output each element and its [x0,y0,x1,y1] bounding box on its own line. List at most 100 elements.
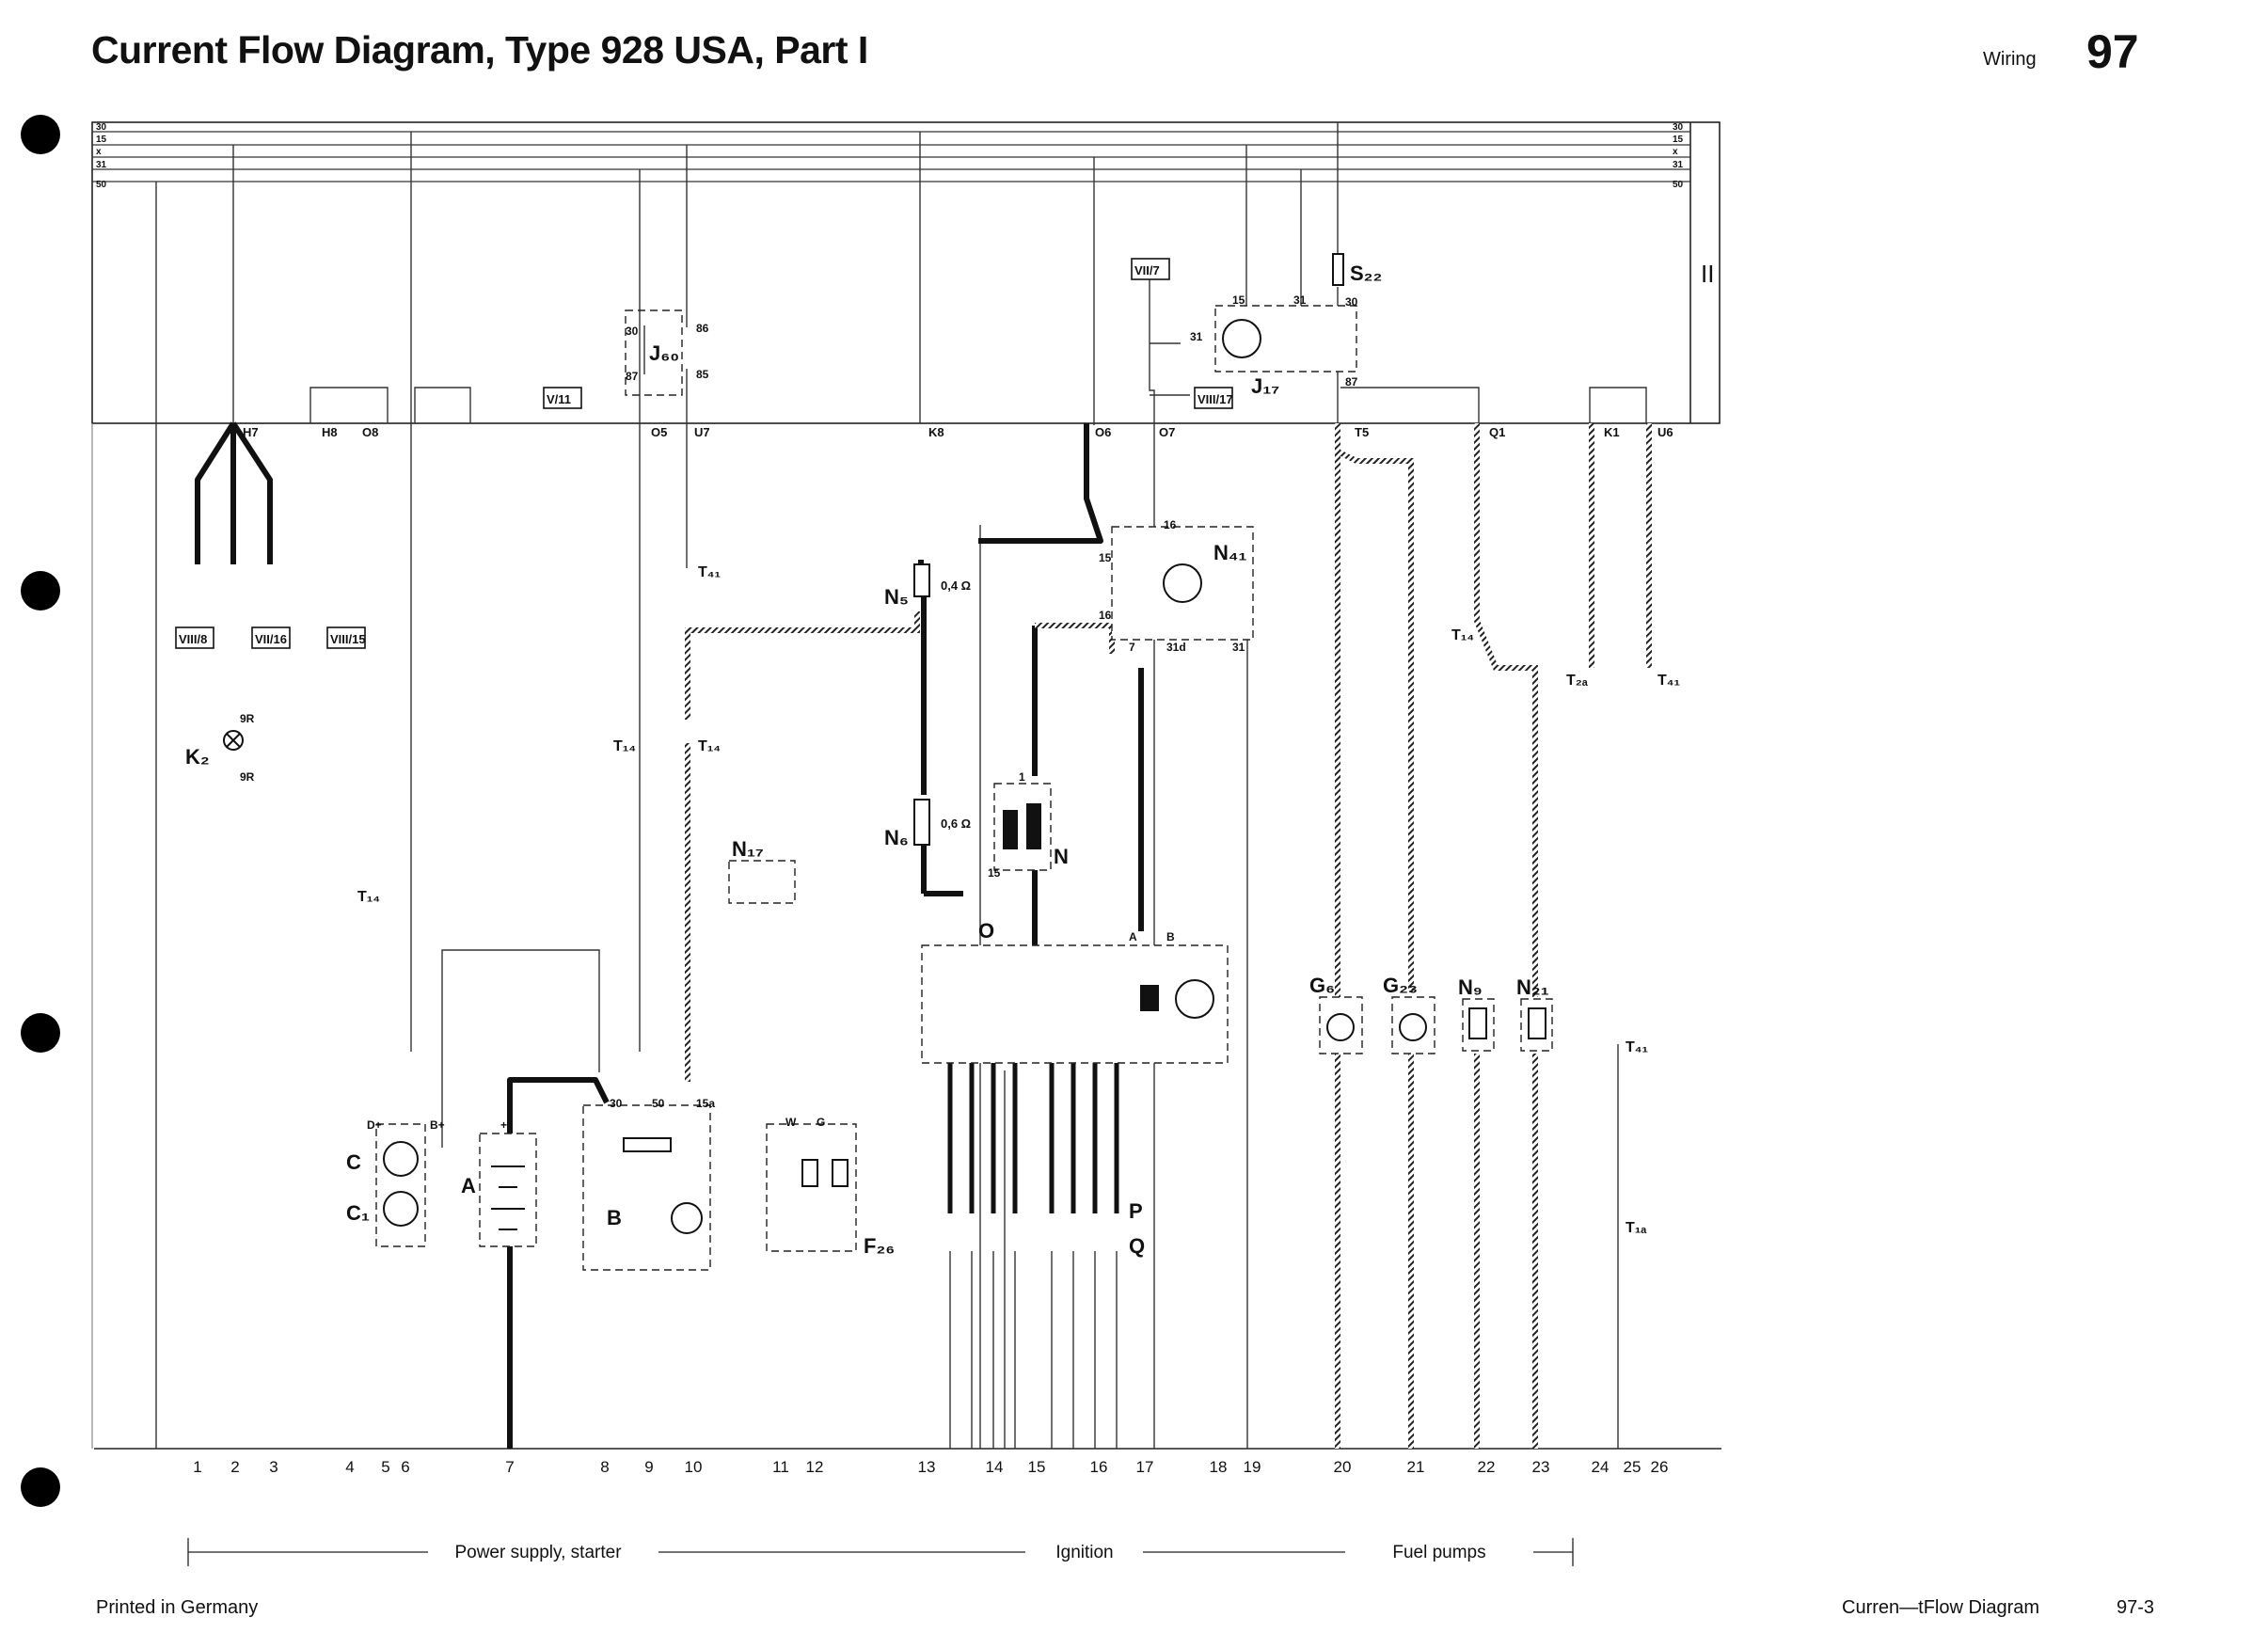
track-number: 4 [345,1458,354,1476]
pin-label: 7 [1129,641,1135,654]
bus-label-right: 31 [1673,160,1684,170]
component-label: N₄₁ [1213,541,1246,564]
section-label: Wiring [1983,49,2037,70]
component-label: T₁ₐ [1626,1220,1646,1236]
track-number: 20 [1334,1458,1352,1476]
pin-label: G [817,1116,825,1129]
thick-wires [195,421,1144,1449]
track-number: 21 [1407,1458,1425,1476]
component-label: N₉ [1458,975,1483,999]
punch-hole [21,1013,60,1053]
pin-label: 30 [610,1097,623,1110]
terminal-label: K1 [1604,425,1620,439]
group-label: Power supply, starter [454,1543,622,1562]
pin-label: W [785,1116,797,1129]
pin-label: 31 [1190,330,1203,343]
pin-label: 30 [1345,295,1358,309]
component-label: K₂ [185,745,210,769]
pin-label: B+ [430,1118,445,1132]
component-label: T₁₄ [698,738,721,754]
bus-label-left: x [96,147,102,157]
component-label: T₁₄ [1451,627,1474,643]
track-number: 19 [1244,1458,1261,1476]
battery-a [479,1133,537,1247]
component-label: N₂₁ [1516,975,1549,999]
reference-label: VIII/8 [179,632,207,646]
pin-label: 1 [1019,770,1025,784]
transistor-j17 [1222,319,1261,358]
pin-label: B [1166,930,1175,943]
spark-plug-leads [949,1251,1118,1449]
page-number: 97 [2086,25,2139,78]
reference-label: VII/16 [255,632,287,646]
pump-motor-g23 [1399,1013,1427,1041]
reference-boxes [175,258,1233,649]
component-label: N₅ [884,585,909,609]
component-label: C [346,1150,361,1174]
component-label: Q [1129,1234,1145,1258]
component-label: N [1054,845,1069,868]
fuse-s22 [1332,253,1344,286]
distributor-leads [947,1063,1119,1213]
reference-label: VIII/15 [330,632,366,646]
starter-motor-symbol [671,1202,703,1234]
reference-label: VIII/17 [1197,392,1233,406]
component-label: F₂₆ [864,1234,895,1258]
track-number: 17 [1136,1458,1154,1476]
bus-label-left: 31 [96,160,107,170]
track-number: 14 [986,1458,1004,1476]
page-title: Current Flow Diagram, Type 928 USA, Part… [91,28,868,71]
component-label: B [607,1206,622,1229]
track-number: 12 [806,1458,824,1476]
track-number: 23 [1532,1458,1550,1476]
bus-label-right: 30 [1673,122,1684,133]
pin-label: 31d [1166,641,1186,654]
track-number: 18 [1210,1458,1228,1476]
transistor-n41 [1163,563,1202,603]
pin-label: 15a [696,1097,715,1110]
component-label: G₂₃ [1383,974,1418,997]
pin-label: 15 [1232,293,1245,307]
component-label: T₁₄ [357,889,380,905]
group-label: Ignition [1055,1543,1113,1562]
track-number: 15 [1028,1458,1046,1476]
busbars [92,131,1690,182]
group-span [187,1538,1574,1566]
terminal-label: O7 [1159,425,1175,439]
pin-label: 9R [240,712,255,725]
busbar-labels: 30 15 x 31 50 30 15 x 31 50 [96,122,1684,190]
resistor-value: 0,6 Ω [941,816,971,831]
terminal-label: H8 [322,425,338,439]
reference-label: VII/7 [1134,263,1160,277]
punch-hole [21,571,60,610]
track-number: 13 [918,1458,936,1476]
pin-label: 16 [1099,609,1112,622]
track-number: 8 [600,1458,609,1476]
hatched-wires [685,423,1652,1449]
terminal-label: U6 [1657,425,1673,439]
terminal-label: O8 [362,425,378,439]
terminal-label: O5 [651,425,667,439]
track-number: 11 [772,1458,789,1476]
pin-label: 30 [626,325,639,338]
starter-b [582,1104,711,1271]
pin-label: 31 [1232,641,1245,654]
track-number: 6 [401,1458,409,1476]
pin-label: D+ [367,1118,382,1132]
track-number: 26 [1651,1458,1669,1476]
bus-label-right: 15 [1673,135,1684,145]
pin-label: 9R [240,770,255,784]
pin-label: 31 [1293,293,1307,307]
thin-wires [155,122,1647,1449]
pin-label: + [500,1118,507,1132]
valve-n17 [728,860,796,904]
footer-right: 97-3 [2117,1597,2155,1618]
relay-f26 [766,1123,857,1252]
pin-label: 15 [988,866,1001,880]
component-label: T₄₁ [1626,1039,1648,1055]
track-number: 1 [193,1458,201,1476]
punch-hole [21,1467,60,1507]
resistor-n5 [913,563,930,597]
bus-label-left: 15 [96,135,107,145]
track-number: 25 [1624,1458,1642,1476]
